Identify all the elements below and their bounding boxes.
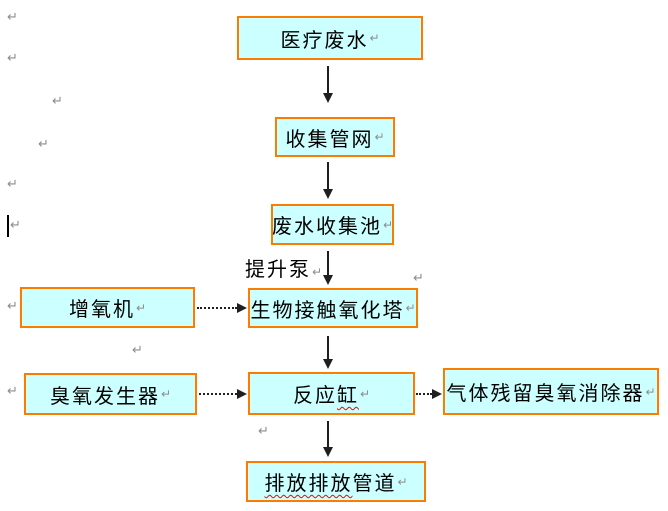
dotted-arrow-shaft	[197, 307, 237, 309]
node-medical-wastewater[interactable]: 医疗废水↵	[237, 16, 423, 60]
dotted-arrow-shaft	[199, 393, 237, 395]
paragraph-return-icon: ↵	[369, 31, 380, 45]
paragraph-mark-icon: ↵	[132, 343, 143, 358]
arrow-shaft	[327, 66, 329, 93]
paragraph-mark-icon: ↵	[413, 271, 424, 286]
node-label: 医疗废水	[280, 29, 369, 52]
paragraph-return-icon: ↵	[405, 301, 416, 315]
paragraph-mark-icon: ↵	[258, 424, 269, 439]
paragraph-mark-icon: ↵	[7, 10, 18, 25]
paragraph-mark-icon: ↵	[7, 177, 18, 192]
paragraph-return-icon: ↵	[382, 217, 394, 232]
paragraph-return-icon: ↵	[135, 300, 147, 315]
node-label: 反应	[292, 385, 337, 407]
arrow-head-icon	[323, 447, 333, 457]
arrow-head-icon	[237, 389, 247, 399]
arrow-head-icon	[323, 275, 333, 285]
node-label: 生物接触氧化塔	[250, 299, 405, 322]
arrow-shaft	[327, 251, 329, 275]
node-label: 收集管网	[285, 128, 374, 151]
paragraph-mark-icon: ↵	[10, 218, 21, 233]
node-collection-network[interactable]: 收集管网↵	[275, 117, 395, 157]
paragraph-mark-icon: ↵	[38, 137, 49, 152]
arrow-down-4[interactable]	[322, 336, 334, 369]
arrow-head-icon	[323, 359, 333, 369]
arrow-down-3[interactable]	[322, 251, 334, 285]
paragraph-return-icon: ↵	[160, 387, 172, 401]
arrow-head-icon	[323, 93, 333, 103]
node-label: 气体残留臭氧消除器	[446, 383, 645, 405]
paragraph-return-icon: ↵	[312, 265, 323, 279]
dotted-arrow-ozone-to-tank[interactable]	[199, 388, 247, 400]
arrow-shaft	[327, 162, 329, 189]
paragraph-return-icon: ↵	[359, 386, 371, 401]
paragraph-return-icon: ↵	[374, 130, 385, 144]
paragraph-return-icon: ↵	[645, 384, 656, 399]
node-label: 增氧机	[68, 299, 135, 321]
paragraph-mark-icon: ↵	[52, 94, 63, 109]
arrow-down-5[interactable]	[322, 421, 334, 457]
arrow-head-icon	[432, 389, 442, 399]
arrow-head-icon	[323, 189, 333, 199]
edge-label-text: 提升泵	[245, 259, 311, 281]
node-label: 废水收集池	[271, 216, 382, 238]
edge-label-lift-pump: 提升泵↵	[245, 253, 322, 282]
misspelled-text: 排放排放	[264, 473, 353, 495]
paragraph-mark-icon: ↵	[7, 384, 18, 399]
arrow-down-2[interactable]	[322, 162, 334, 199]
paragraph-mark-icon: ↵	[7, 51, 18, 66]
paragraph-return-icon: ↵	[397, 474, 408, 489]
dotted-arrow-tank-to-eliminator[interactable]	[416, 388, 442, 400]
node-gas-residual-ozone-eliminator[interactable]: 气体残留臭氧消除器↵	[443, 368, 659, 415]
misspelled-text: 缸	[336, 385, 359, 407]
node-bio-contact-oxidation-tower[interactable]: 生物接触氧化塔↵	[248, 288, 418, 328]
node-discharge-pipe[interactable]: 排放排放管道↵	[246, 461, 426, 502]
node-label: 管道	[352, 473, 397, 495]
arrow-shaft	[327, 336, 329, 359]
arrow-shaft	[327, 421, 329, 447]
arrow-head-icon	[237, 303, 247, 313]
dotted-arrow-aerator-to-tower[interactable]	[197, 302, 247, 314]
node-ozone-generator[interactable]: 臭氧发生器↵	[24, 373, 197, 415]
node-reaction-tank[interactable]: 反应缸↵	[248, 372, 415, 415]
node-label: 臭氧发生器	[49, 385, 160, 408]
dotted-arrow-shaft	[416, 393, 432, 395]
node-aerator[interactable]: 增氧机↵	[20, 287, 195, 328]
paragraph-mark-icon: ↵	[7, 299, 18, 314]
node-collection-pool[interactable]: 废水收集池↵	[271, 204, 394, 245]
arrow-down-1[interactable]	[322, 66, 334, 103]
text-cursor	[7, 215, 9, 237]
